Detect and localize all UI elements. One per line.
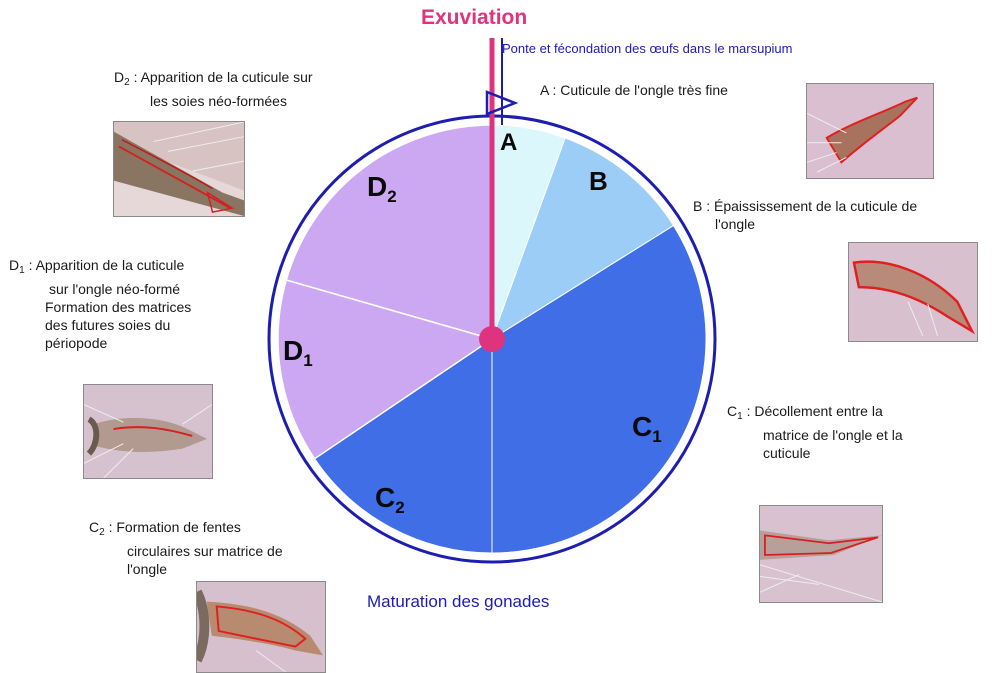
- annotation-C1-line-1: C1 : Décollement entre la: [727, 402, 903, 426]
- annotation-B-line-1: B : Épaississement de la cuticule de: [693, 197, 917, 215]
- annotation-D2-line-2: les soies néo-formées: [114, 92, 313, 110]
- annotation-D1-line-1: D1 : Apparition de la cuticule: [9, 256, 191, 280]
- annotation-C2-line-1: C2 : Formation de fentes: [89, 518, 283, 542]
- photo-D1: [83, 384, 213, 479]
- annotation-C2-line-2: circulaires sur matrice de: [89, 542, 283, 560]
- center-dot: [479, 326, 505, 352]
- ponte-label: Ponte et fécondation des œufs dans le ma…: [502, 41, 793, 56]
- photo-C1: [759, 505, 883, 603]
- photo-D2: [113, 121, 245, 217]
- sector-label-C1: C1: [632, 413, 662, 445]
- annotation-D2: D2 : Apparition de la cuticule sur les s…: [114, 68, 313, 110]
- annotation-D2-line-1: D2 : Apparition de la cuticule sur: [114, 68, 313, 92]
- annotation-C2-line-3: l'ongle: [89, 560, 283, 578]
- photo-B: [848, 242, 978, 342]
- annotation-C1-line-2: matrice de l'ongle et la: [727, 426, 903, 444]
- sector-label-A: A: [500, 131, 517, 155]
- annotation-D1-line-2: sur l'ongle néo-formé: [9, 280, 191, 298]
- photo-C2: [196, 581, 326, 673]
- sector-label-D2: D2: [367, 173, 397, 205]
- exuviation-title: Exuviation: [421, 6, 527, 30]
- annotation-C1: C1 : Décollement entre la matrice de l'o…: [727, 402, 903, 462]
- sector-label-C2: C2: [375, 484, 405, 516]
- annotation-B: B : Épaississement de la cuticule de l'o…: [693, 197, 917, 233]
- sector-label-D1: D1: [283, 337, 313, 369]
- maturation-label: Maturation des gonades: [367, 592, 549, 612]
- annotation-D1-line-4: des futures soies du: [9, 316, 191, 334]
- annotation-B-line-2: l'ongle: [693, 215, 917, 233]
- photo-A: [806, 83, 934, 179]
- annotation-D1-line-5: périopode: [9, 334, 191, 352]
- annotation-C2: C2 : Formation de fentes circulaires sur…: [89, 518, 283, 578]
- sector-label-B: B: [589, 168, 608, 194]
- annotation-D1-line-3: Formation des matrices: [9, 298, 191, 316]
- annotation-C1-line-3: cuticule: [727, 444, 903, 462]
- annotation-D1: D1 : Apparition de la cuticule sur l'ong…: [9, 256, 191, 352]
- annotation-A: A : Cuticule de l'ongle très fine: [540, 81, 728, 99]
